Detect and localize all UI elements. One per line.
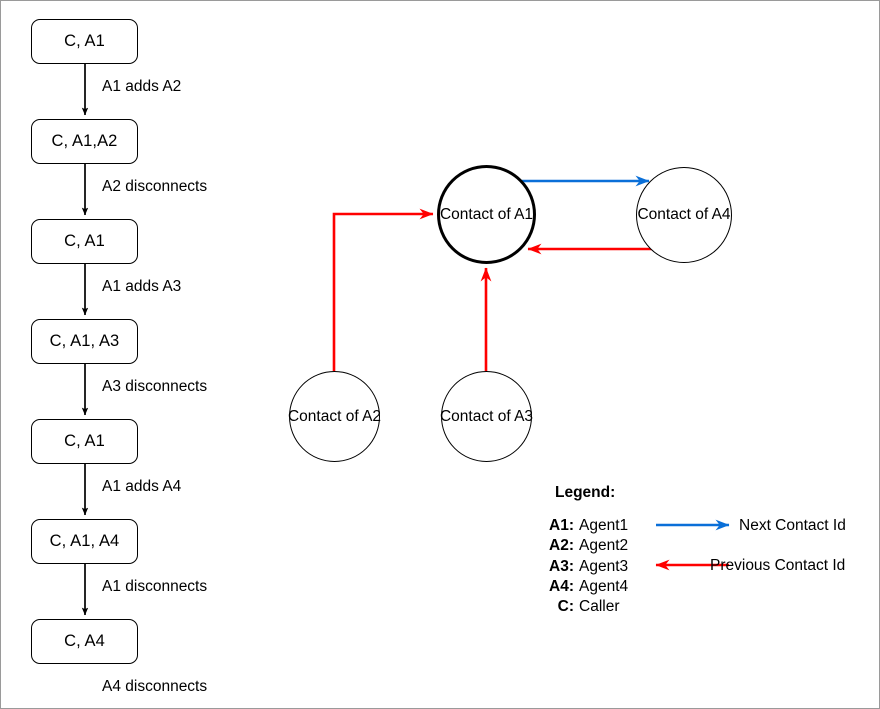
- contact-node-label: Contact of A3: [439, 407, 534, 425]
- link-a2-to-a1-previous: [332, 208, 434, 371]
- contact-node-a3[interactable]: Contact of A3: [439, 371, 534, 462]
- state-box-s1[interactable]: C, A1: [31, 19, 138, 64]
- state-box-s4[interactable]: C, A1, A3: [31, 319, 138, 364]
- transition-label-t2: A2 disconnects: [102, 178, 208, 195]
- contact-node-a2[interactable]: Contact of A2: [287, 371, 382, 462]
- transition-label-t3: A1 adds A3: [102, 278, 182, 295]
- state-box-label: C, A1, A4: [49, 532, 120, 550]
- state-box-s6[interactable]: C, A1, A4: [31, 519, 138, 564]
- contact-node-a4[interactable]: Contact of A4: [636, 167, 732, 263]
- contact-node-a1[interactable]: Contact of A1: [437, 165, 536, 264]
- legend-key: A1:: [549, 517, 574, 534]
- legend-next-label: Next Contact Id: [739, 517, 846, 534]
- contact-node-label: Contact of A4: [637, 206, 731, 223]
- legend-value: Agent1: [579, 517, 629, 534]
- state-box-s3[interactable]: C, A1: [31, 219, 138, 264]
- state-box-s5[interactable]: C, A1: [31, 419, 138, 464]
- legend-key-list: A1:Agent1 A2:Agent2 A3:Agent3 A4:Agent4 …: [544, 516, 628, 617]
- state-box-label: C, A1: [64, 232, 105, 250]
- transition-label-t6: A1 disconnects: [102, 578, 208, 595]
- state-box-label: C, A1: [64, 32, 105, 50]
- legend-key-row: A1: Agent1: [544, 516, 628, 536]
- legend-value: Caller: [579, 598, 620, 616]
- contact-node-label: Contact of A1: [439, 205, 534, 223]
- legend-key: C:: [557, 598, 574, 616]
- legend-value: Agent3: [579, 557, 629, 575]
- transition-label-t4: A3 disconnects: [102, 378, 208, 395]
- legend-key-row: A3: Agent3: [544, 557, 628, 577]
- transition-label-t1: A1 adds A2: [102, 78, 182, 95]
- state-box-label: C, A4: [64, 632, 105, 650]
- legend-key: A2:: [549, 537, 574, 555]
- legend-key-row: C: Caller: [544, 597, 628, 617]
- state-box-label: C, A1, A3: [49, 332, 120, 350]
- legend-key-row: A4: Agent4: [544, 577, 628, 597]
- state-box-label: C, A1: [64, 432, 105, 450]
- state-box-label: C, A1,A2: [51, 132, 118, 150]
- legend-key: A3:: [549, 557, 574, 575]
- legend-previous-label: Previous Contact Id: [710, 557, 846, 574]
- transition-label-t7: A4 disconnects: [102, 678, 208, 695]
- legend-value: Agent2: [579, 537, 629, 555]
- legend-key-row: A2: Agent2: [544, 536, 628, 556]
- state-box-s2[interactable]: C, A1,A2: [31, 119, 138, 164]
- contact-node-label: Contact of A2: [287, 407, 382, 425]
- legend-title: Legend:: [555, 484, 616, 501]
- state-box-s7[interactable]: C, A4: [31, 619, 138, 664]
- legend-value: Agent4: [579, 577, 629, 595]
- transition-label-t5: A1 adds A4: [102, 478, 182, 495]
- legend-key: A4:: [549, 577, 574, 595]
